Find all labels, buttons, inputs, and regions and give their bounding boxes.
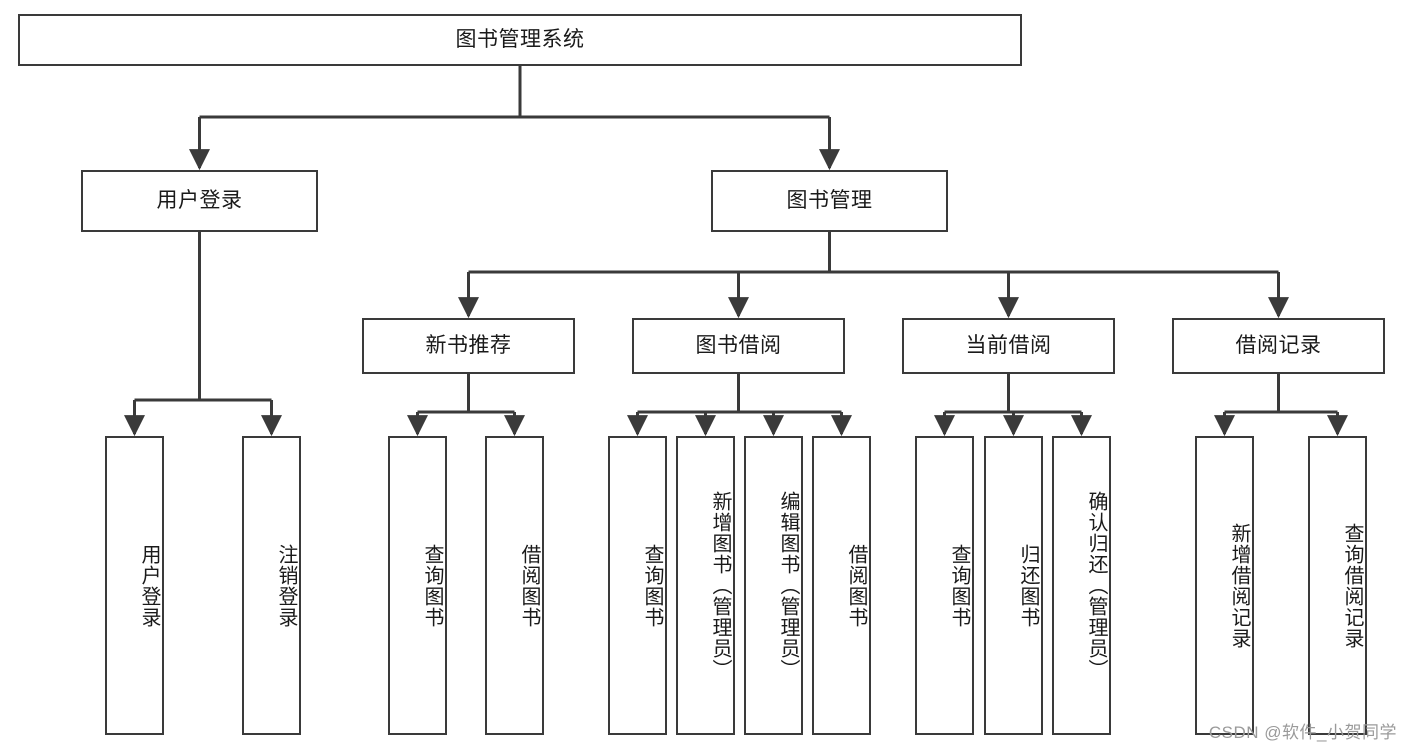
- node-leaf-query-book-2-label: 查询图书: [641, 543, 663, 628]
- node-leaf-confirm-return[interactable]: 确认归还（管理员）: [1052, 436, 1111, 735]
- node-leaf-logout-login[interactable]: 注销登录: [242, 436, 301, 735]
- node-leaf-query-book-1[interactable]: 查询图书: [388, 436, 447, 735]
- node-book-borrow[interactable]: 图书借阅: [632, 318, 845, 374]
- node-leaf-query-book-2[interactable]: 查询图书: [608, 436, 667, 735]
- node-leaf-query-book-3-label: 查询图书: [948, 543, 970, 628]
- node-current-borrow-label: 当前借阅: [965, 334, 1052, 358]
- node-root-label: 图书管理系统: [455, 28, 585, 52]
- node-leaf-return-book-label: 归还图书: [1017, 543, 1039, 628]
- node-leaf-borrow-book-2-label: 借阅图书: [845, 543, 867, 628]
- node-leaf-add-book-label: 新增图书（管理员）: [709, 491, 731, 680]
- node-book-manage[interactable]: 图书管理: [711, 170, 948, 232]
- node-current-borrow[interactable]: 当前借阅: [902, 318, 1115, 374]
- node-new-book-recommend[interactable]: 新书推荐: [362, 318, 575, 374]
- node-user-login-label: 用户登录: [156, 189, 243, 213]
- watermark-text: CSDN @软件_小贺同学: [1208, 723, 1397, 742]
- node-leaf-edit-book-label: 编辑图书（管理员）: [777, 491, 799, 680]
- node-leaf-query-record-label: 查询借阅记录: [1341, 522, 1363, 649]
- node-leaf-return-book[interactable]: 归还图书: [984, 436, 1043, 735]
- node-leaf-confirm-return-label: 确认归还（管理员）: [1085, 491, 1107, 680]
- node-leaf-borrow-book-1[interactable]: 借阅图书: [485, 436, 544, 735]
- node-leaf-borrow-book-2[interactable]: 借阅图书: [812, 436, 871, 735]
- node-leaf-edit-book[interactable]: 编辑图书（管理员）: [744, 436, 803, 735]
- node-leaf-logout-login-label: 注销登录: [275, 543, 297, 628]
- node-leaf-query-record[interactable]: 查询借阅记录: [1308, 436, 1367, 735]
- node-book-borrow-label: 图书借阅: [695, 334, 782, 358]
- node-leaf-borrow-book-1-label: 借阅图书: [518, 543, 540, 628]
- node-book-manage-label: 图书管理: [786, 189, 873, 213]
- node-leaf-add-book[interactable]: 新增图书（管理员）: [676, 436, 735, 735]
- node-user-login[interactable]: 用户登录: [81, 170, 318, 232]
- node-borrow-record-label: 借阅记录: [1235, 334, 1322, 358]
- node-leaf-user-login-label: 用户登录: [138, 543, 160, 628]
- node-leaf-query-book-1-label: 查询图书: [421, 543, 443, 628]
- node-leaf-user-login[interactable]: 用户登录: [105, 436, 164, 735]
- node-leaf-add-record[interactable]: 新增借阅记录: [1195, 436, 1254, 735]
- node-root[interactable]: 图书管理系统: [18, 14, 1022, 66]
- node-leaf-add-record-label: 新增借阅记录: [1228, 522, 1250, 649]
- node-borrow-record[interactable]: 借阅记录: [1172, 318, 1385, 374]
- node-new-book-recommend-label: 新书推荐: [425, 334, 512, 358]
- node-leaf-query-book-3[interactable]: 查询图书: [915, 436, 974, 735]
